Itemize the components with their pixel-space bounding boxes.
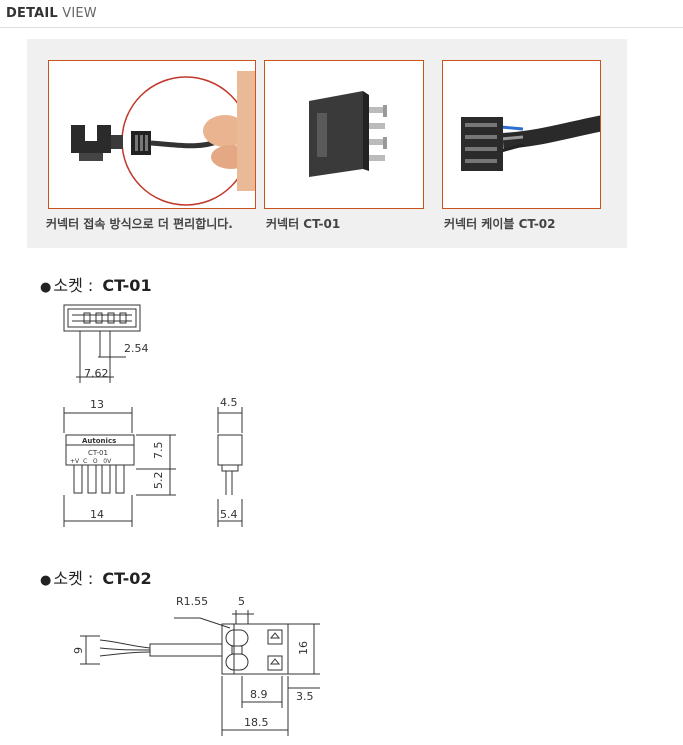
dim-slot: 5: [238, 595, 245, 608]
detail-view-header: DETAIL VIEW: [6, 6, 97, 21]
caption-2: 커넥터 CT-01: [266, 217, 341, 231]
ct01-dimension-drawing: 2.54 7.62 13 14 7.5 5.2 4.5 5.4 Autonics…: [63, 304, 243, 527]
header-divider: [0, 27, 683, 28]
dim-offset: 3.5: [296, 690, 314, 703]
photo-ct02: [442, 60, 601, 209]
header-bold: DETAIL: [6, 6, 58, 21]
dim-width-bottom: 14: [90, 508, 104, 521]
dim-cable-height: 9: [72, 647, 85, 654]
ct01-photo-graphic: [309, 91, 387, 177]
dim-depth-bottom: 5.4: [220, 508, 238, 521]
ct01-brand-text: Autonics: [82, 437, 116, 445]
dim-pin-pitch: 2.54: [124, 342, 149, 355]
ct02-dimension-drawing: R1.55 5 9 16 8.9 3.5 18.5: [72, 595, 320, 736]
ct01-model-text: CT-01: [88, 449, 108, 457]
sensor-photo-graphic: [71, 71, 255, 206]
dim-body-height: 16: [297, 641, 310, 655]
ct01-title: ●소켓 : CT-01: [40, 272, 152, 296]
caption-1: 커넥터 접속 방식으로 더 편리합니다.: [46, 217, 233, 231]
ct02-code: CT-02: [102, 569, 152, 588]
ct01-pins-text: +V C O 0V: [70, 458, 112, 465]
ct02-bullet: ●: [40, 573, 52, 588]
photo-sensor-with-connector: [48, 60, 256, 209]
dim-height-body: 7.5: [152, 442, 165, 460]
dim-pin-span: 7.62: [84, 367, 109, 380]
dim-inner: 8.9: [250, 688, 268, 701]
dim-height-pins: 5.2: [152, 472, 165, 490]
photo-ct01: [264, 60, 424, 209]
dim-width-top: 13: [90, 398, 104, 411]
ct02-photo-graphic: [461, 115, 600, 171]
ct02-title: ●소켓 : CT-02: [40, 565, 152, 589]
header-light: VIEW: [57, 6, 97, 21]
caption-3: 커넥터 케이블 CT-02: [444, 217, 556, 231]
ct01-code: CT-01: [102, 276, 152, 295]
ct01-label: 소켓 :: [53, 276, 99, 295]
dim-depth-top: 4.5: [220, 396, 238, 409]
ct02-label: 소켓 :: [53, 569, 99, 588]
ct01-bullet: ●: [40, 280, 52, 295]
dim-radius: R1.55: [176, 595, 208, 608]
dim-length: 18.5: [244, 716, 269, 729]
